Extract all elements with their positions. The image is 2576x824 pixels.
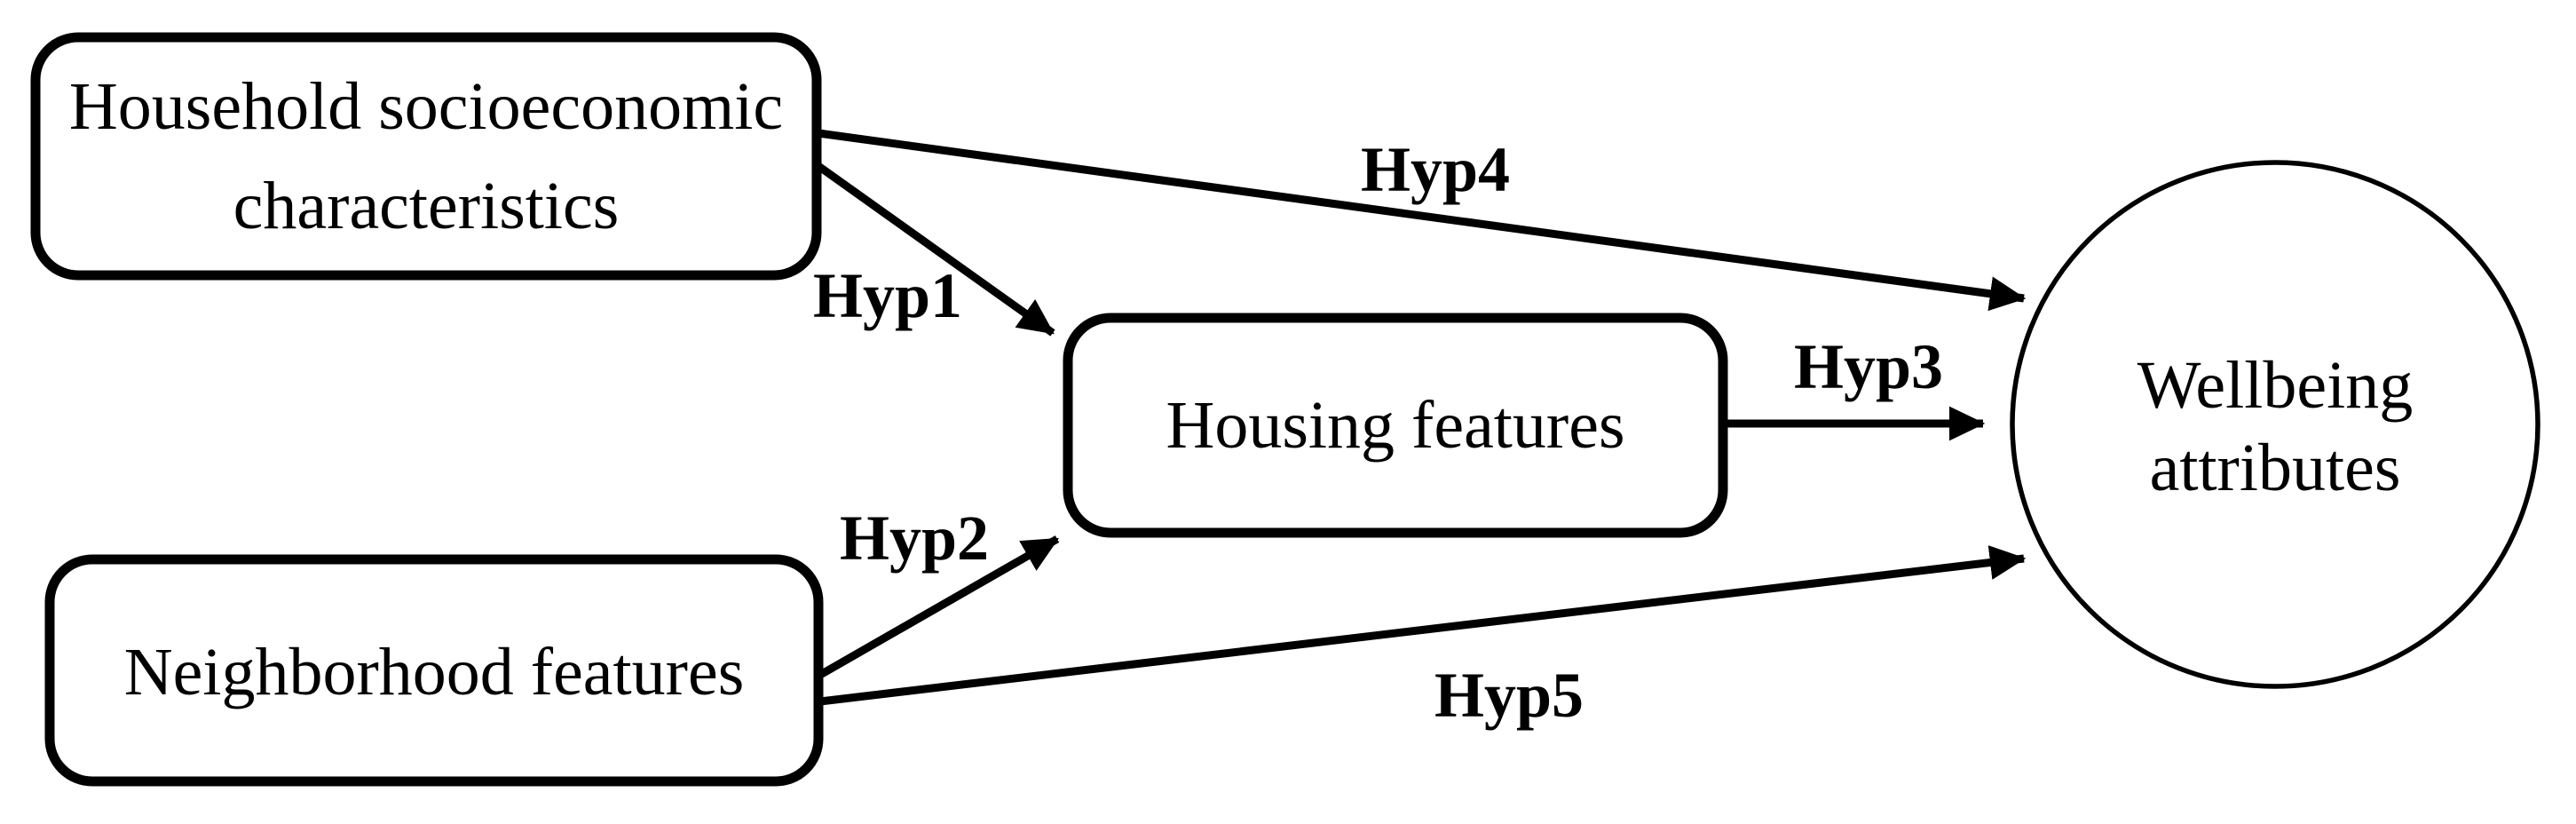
- hyp2-label: Hyp2: [839, 503, 990, 574]
- wellbeing-circle-label-line2: attributes: [2149, 431, 2401, 505]
- neighborhood-box: [44, 554, 824, 787]
- hyp2-arrow: [818, 535, 1060, 678]
- hyp1-arrow: [816, 162, 1055, 337]
- household-box-label: Household socioeconomic characteristics: [69, 57, 783, 256]
- hyp1-label: Hyp1: [812, 260, 963, 331]
- household-box-label-line2: characteristics: [233, 169, 620, 243]
- hyp5-arrow: [819, 545, 2027, 706]
- hyp4-label: Hyp4: [1360, 134, 1511, 205]
- hyp3-label: Hyp3: [1793, 331, 1944, 402]
- household-box-label-line1: Household socioeconomic: [68, 69, 784, 144]
- neighborhood-box-label: Neighborhood features: [123, 635, 745, 709]
- wellbeing-circle-label-line1: Wellbeing: [2137, 348, 2414, 423]
- wellbeing-circle: [2010, 160, 2540, 689]
- household-box: [30, 32, 822, 281]
- wellbeing-circle-label: Wellbeing attributes: [2137, 345, 2413, 510]
- hyp5-label: Hyp5: [1434, 660, 1584, 731]
- hyp4-arrow: [818, 129, 2027, 312]
- housing-box-label: Housing features: [1166, 388, 1625, 463]
